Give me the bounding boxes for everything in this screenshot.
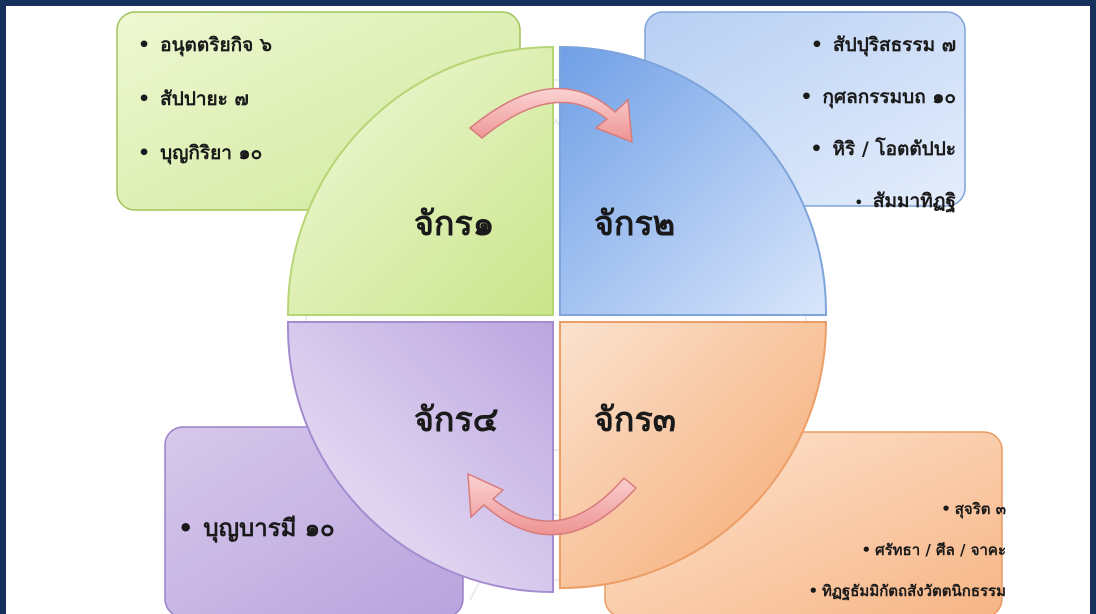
list-item: •ศรัทธา / ศีล / จาคะ xyxy=(808,538,1006,562)
list-item-text: บุญบารมี ๑๐ xyxy=(203,514,334,542)
list-item: • หิริ / โอตตัปปะ xyxy=(790,134,956,164)
quadrant-4-label: จักร๔ xyxy=(414,392,499,446)
list-item-text: ศรัทธา / ศีล / จาคะ xyxy=(875,541,1006,559)
list-item: • กุศลกรรมบถ ๑๐ xyxy=(790,82,956,112)
box-bottom-left: • บุญบารมี ๑๐ xyxy=(168,508,335,547)
list-item: • สัมมาทิฏฐิ xyxy=(790,186,956,216)
bullet-icon: • xyxy=(810,138,822,160)
list-item: • สัปปุริสธรรม ๗ xyxy=(790,30,956,60)
bullet-icon: • xyxy=(855,196,863,211)
bullet-icon: • xyxy=(178,514,193,542)
list-item-text: สุจริต ๓ xyxy=(955,500,1006,518)
list-item-text: บุญกิริยา ๑๐ xyxy=(160,142,262,164)
list-item-text: กุศลกรรมบถ ๑๐ xyxy=(823,86,956,108)
list-item: • บุญบารมี ๑๐ xyxy=(168,508,335,547)
list-item: • สัปปายะ ๗ xyxy=(128,84,272,114)
quadrant-1-label: จักร๑ xyxy=(414,196,494,250)
box-top-right: • สัปปุริสธรรม ๗ • กุศลกรรมบถ ๑๐ • หิริ / โ… xyxy=(790,30,956,216)
bullet-icon: • xyxy=(941,500,951,518)
list-item: •สุจริต ๓ xyxy=(808,497,1006,521)
list-item-text: สัปปุริสธรรม ๗ xyxy=(833,34,956,56)
quadrant-2-label: จักร๒ xyxy=(594,196,675,250)
list-item-text: ทิฏฐธัมมิกัตถสังวัตตนิกธรรม xyxy=(822,582,1006,600)
bullet-icon: • xyxy=(811,34,823,56)
list-item: • อนุตตริยกิจ ๖ xyxy=(128,30,272,60)
bullet-icon: • xyxy=(138,142,150,164)
box-bottom-right: •สุจริต ๓ •ศรัทธา / ศีล / จาคะ •ทิฏฐธัมม… xyxy=(808,497,1006,603)
bullet-icon: • xyxy=(138,34,150,56)
bullet-icon: • xyxy=(808,582,818,600)
list-item-text: หิริ / โอตตัปปะ xyxy=(832,138,956,160)
bullet-icon: • xyxy=(862,541,872,559)
bullet-icon: • xyxy=(138,88,150,110)
box-top-left: • อนุตตริยกิจ ๖ • สัปปายะ ๗ • บุญกิริยา ๑๐ xyxy=(128,30,272,168)
list-item: • บุญกิริยา ๑๐ xyxy=(128,138,272,168)
list-item-text: สัปปายะ ๗ xyxy=(160,88,249,110)
list-item-text: สัมมาทิฏฐิ xyxy=(873,190,956,212)
quadrant-3-label: จักร๓ xyxy=(594,392,676,446)
list-item: •ทิฏฐธัมมิกัตถสังวัตตนิกธรรม xyxy=(808,579,1006,603)
list-item-text: อนุตตริยกิจ ๖ xyxy=(160,34,272,56)
bullet-icon: • xyxy=(800,86,812,108)
